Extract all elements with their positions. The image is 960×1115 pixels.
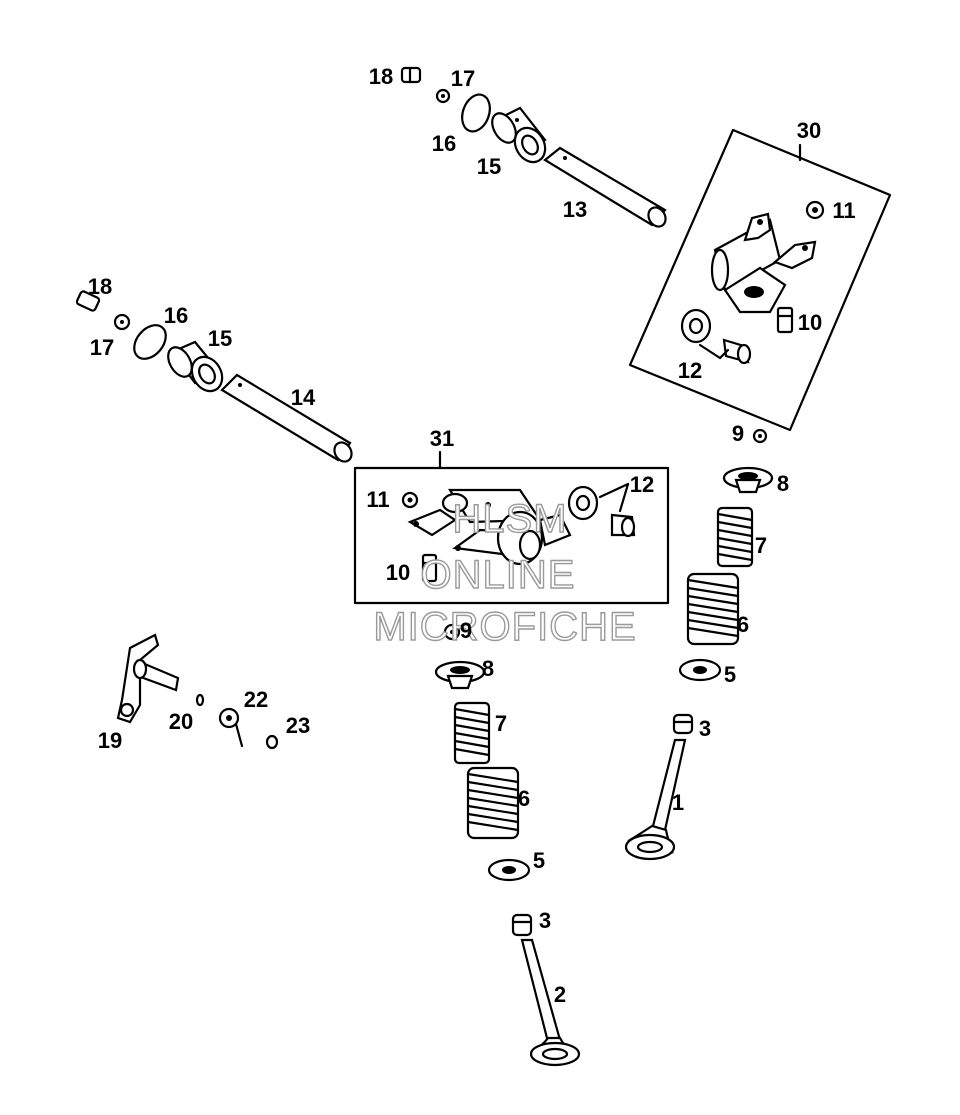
rocker-arm-31 xyxy=(407,488,572,566)
decompressor-arm-19 xyxy=(116,633,180,724)
spring-7-left xyxy=(453,701,491,765)
label-15-upper: 15 xyxy=(477,154,501,179)
spring-6-right xyxy=(686,572,740,646)
label-12-box30: 12 xyxy=(678,358,702,383)
screw-10-box30 xyxy=(776,306,794,334)
label-6-right: 6 xyxy=(737,612,749,637)
label-3-left: 3 xyxy=(539,908,551,933)
watermark-line-3: MICROFICHE xyxy=(373,605,636,649)
washer-17-upper xyxy=(435,88,451,104)
label-17-lower: 17 xyxy=(90,335,114,360)
label-3-right: 3 xyxy=(699,716,711,741)
watermark: HLSM ONLINE MICROFICHE xyxy=(373,496,637,649)
label-13: 13 xyxy=(563,197,587,222)
valve-1 xyxy=(624,738,687,861)
valve-2 xyxy=(520,938,581,1067)
bolt-18-lower xyxy=(75,290,101,312)
label-18-lower: 18 xyxy=(88,274,112,299)
label-5-left: 5 xyxy=(533,848,545,873)
cotter-9-right xyxy=(752,428,768,444)
screw-10-box31 xyxy=(421,553,438,583)
label-5-right: 5 xyxy=(724,662,736,687)
label-10-box31: 10 xyxy=(386,560,410,585)
watermark-line-1: HLSM xyxy=(452,497,567,541)
washer-17-lower xyxy=(113,313,131,331)
seal-3-right xyxy=(672,713,694,735)
label-23: 23 xyxy=(286,713,310,738)
seal-3-left xyxy=(511,913,533,937)
label-31: 31 xyxy=(430,426,454,451)
o-ring-16-lower xyxy=(133,324,167,360)
label-22: 22 xyxy=(244,687,268,712)
bush-12-box30 xyxy=(680,308,752,365)
label-16-upper: 16 xyxy=(432,131,456,156)
nut-11-box31 xyxy=(401,491,419,509)
retainer-8-left xyxy=(434,660,486,690)
watermark-line-2: ONLINE xyxy=(421,553,576,597)
label-9-right: 9 xyxy=(732,421,744,446)
label-9-left: 9 xyxy=(460,618,472,643)
o-ring-16-upper xyxy=(461,93,491,133)
label-15-lower: 15 xyxy=(208,326,232,351)
label-18-upper: 18 xyxy=(369,64,393,89)
shaft-13 xyxy=(543,146,667,228)
retainer-8-right xyxy=(722,466,774,494)
label-12-box31: 12 xyxy=(630,472,654,497)
shaft-14 xyxy=(220,373,353,463)
seat-5-left xyxy=(487,858,531,882)
assembly-30-box xyxy=(628,128,892,432)
label-16-lower: 16 xyxy=(164,303,188,328)
label-8-left: 8 xyxy=(482,656,494,681)
rocker-arm-30 xyxy=(710,212,817,314)
holder-15-lower xyxy=(167,340,224,393)
label-6-left: 6 xyxy=(518,786,530,811)
clip-20 xyxy=(195,693,205,707)
label-14: 14 xyxy=(291,385,316,410)
holder-15-upper xyxy=(491,106,547,164)
label-2: 2 xyxy=(554,982,566,1007)
label-7-left: 7 xyxy=(495,711,507,736)
seat-5-right xyxy=(678,658,722,682)
label-1: 1 xyxy=(672,790,684,815)
spring-6-left xyxy=(466,766,520,840)
clip-23 xyxy=(265,734,279,750)
label-30: 30 xyxy=(797,118,821,143)
bolt-18-upper xyxy=(400,66,422,84)
label-20: 20 xyxy=(169,709,193,734)
nut-11-box30 xyxy=(805,200,825,220)
label-17-upper: 17 xyxy=(451,66,475,91)
label-19: 19 xyxy=(98,728,122,753)
assembly-31-box xyxy=(353,450,670,605)
cotter-9-left xyxy=(443,623,461,641)
label-8-right: 8 xyxy=(777,471,789,496)
spring-7-right xyxy=(716,506,754,568)
label-11-box31: 11 xyxy=(366,487,389,512)
spring-22 xyxy=(218,707,244,748)
label-7-right: 7 xyxy=(755,533,767,558)
label-10-box30: 10 xyxy=(798,310,822,335)
bush-12-box31 xyxy=(567,482,636,538)
label-11-box30: 11 xyxy=(832,198,855,223)
part-labels: 30 11 10 12 18 17 16 15 13 18 16 17 15 1… xyxy=(88,64,856,1007)
